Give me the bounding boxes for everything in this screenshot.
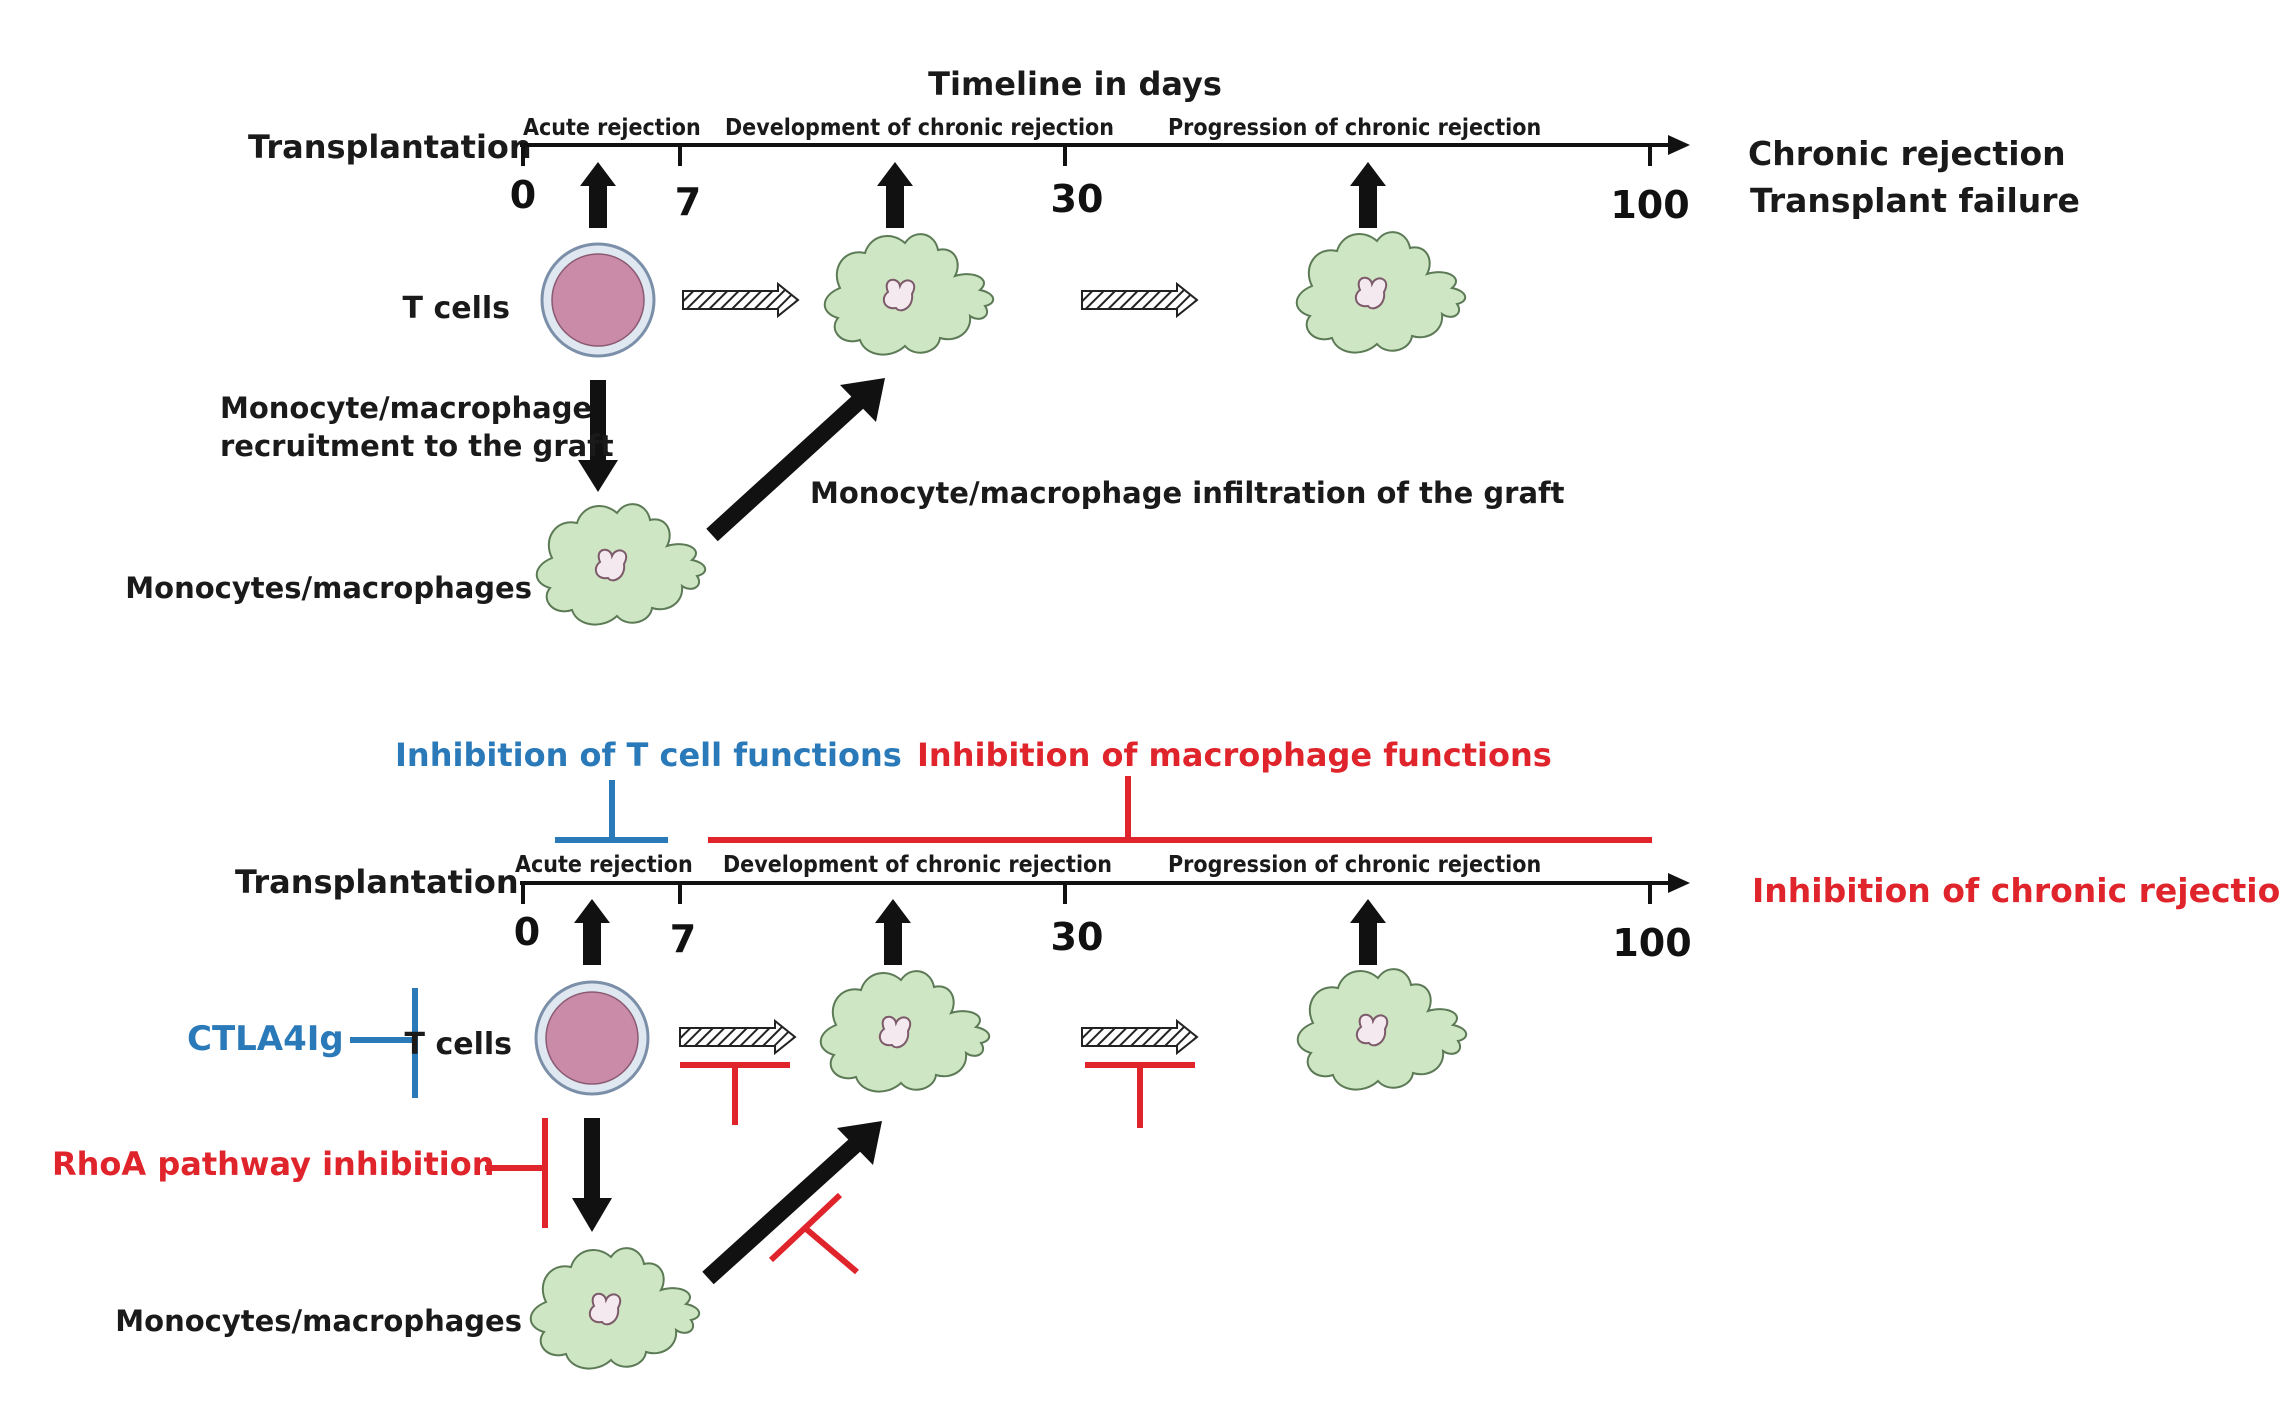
bottom-tick-0: 0 — [514, 910, 540, 954]
top-outcome-line1: Chronic rejection — [1748, 134, 2066, 173]
bottom-transplantation-label: Transplantation — [235, 863, 519, 901]
bottom-inhibitor-2 — [1085, 1062, 1195, 1128]
bottom-up-arrow-1 — [574, 899, 610, 965]
bottom-phase-acute: Acute rejection — [515, 852, 693, 878]
top-tick-0: 0 — [510, 173, 536, 217]
bottom-inhibitor-3 — [768, 1192, 859, 1275]
top-infiltration-label: Monocyte/macrophage infiltration of the … — [810, 476, 1565, 510]
t-cell-inhibition-bar — [555, 780, 668, 843]
bottom-up-arrow-2 — [875, 899, 911, 965]
bottom-phase-development: Development of chronic rejection — [723, 852, 1112, 878]
top-hatched-arrow-1 — [682, 283, 799, 317]
inhibition-macrophage-label: Inhibition of macrophage functions — [917, 736, 1552, 774]
top-hatched-arrow-2 — [1081, 283, 1198, 317]
top-macrophage-2 — [823, 233, 995, 356]
inhibition-t-cell-label: Inhibition of T cell functions — [395, 736, 902, 774]
bottom-tick-7: 7 — [670, 917, 696, 961]
rhoa-label: RhoA pathway inhibition — [52, 1145, 494, 1183]
bottom-diagonal-arrow — [702, 1121, 882, 1285]
top-tick-100: 100 — [1610, 183, 1689, 227]
timeline-header: Timeline in days — [928, 65, 1222, 103]
top-tcells-label: T cells — [403, 291, 510, 326]
top-phase-development: Development of chronic rejection — [725, 115, 1114, 141]
top-recruitment-line1: Monocyte/macrophage — [220, 391, 592, 425]
top-tick-30: 30 — [1051, 177, 1104, 221]
top-up-arrow-3 — [1350, 162, 1386, 228]
top-phase-progression: Progression of chronic rejection — [1168, 115, 1541, 141]
top-tick-7: 7 — [675, 180, 701, 224]
top-up-arrow-2 — [877, 162, 913, 228]
macrophage-inhibition-bar — [708, 776, 1652, 843]
bottom-hatched-arrow-2 — [1081, 1020, 1198, 1054]
top-monocytes-label: Monocytes/macrophages — [125, 571, 532, 605]
top-down-arrow — [578, 380, 618, 492]
top-transplantation-label: Transplantation — [248, 128, 532, 166]
bottom-down-arrow — [572, 1118, 612, 1232]
top-up-arrow-1 — [580, 162, 616, 228]
top-macrophage-3 — [1295, 231, 1467, 354]
ctla4ig-inhibition-bar — [350, 988, 418, 1098]
top-outcome-line2: Transplant failure — [1750, 181, 2080, 220]
bottom-timeline-axis — [520, 873, 1690, 904]
bottom-tcell — [534, 980, 650, 1096]
top-timeline-axis — [520, 135, 1690, 166]
top-macrophage-1 — [535, 503, 707, 626]
bottom-tick-100: 100 — [1612, 921, 1691, 965]
bottom-macrophage-2 — [819, 970, 991, 1093]
rhoa-inhibition-bar — [485, 1118, 548, 1228]
bottom-up-arrow-3 — [1350, 899, 1386, 965]
bottom-tcells-label: T cells — [405, 1027, 512, 1062]
bottom-outcome-label: Inhibition of chronic rejection — [1752, 871, 2283, 910]
bottom-hatched-arrow-1 — [679, 1020, 796, 1054]
bottom-phase-progression: Progression of chronic rejection — [1168, 852, 1541, 878]
top-phase-acute: Acute rejection — [523, 115, 701, 141]
top-tcell — [540, 242, 656, 358]
ctla4ig-label: CTLA4Ig — [187, 1019, 344, 1059]
bottom-macrophage-3 — [1296, 968, 1468, 1091]
bottom-tick-30: 30 — [1051, 915, 1104, 959]
top-recruitment-line2: recruitment to the graft — [220, 429, 614, 463]
top-diagonal-arrow — [706, 378, 885, 542]
bottom-inhibitor-1 — [680, 1062, 790, 1125]
bottom-macrophage-1 — [529, 1247, 701, 1370]
bottom-panel: Inhibition of T cell functions Inhibitio… — [52, 736, 2283, 1370]
bottom-monocytes-label: Monocytes/macrophages — [115, 1304, 522, 1338]
top-panel: Timeline in days Transplantation Acute r… — [125, 65, 2080, 626]
